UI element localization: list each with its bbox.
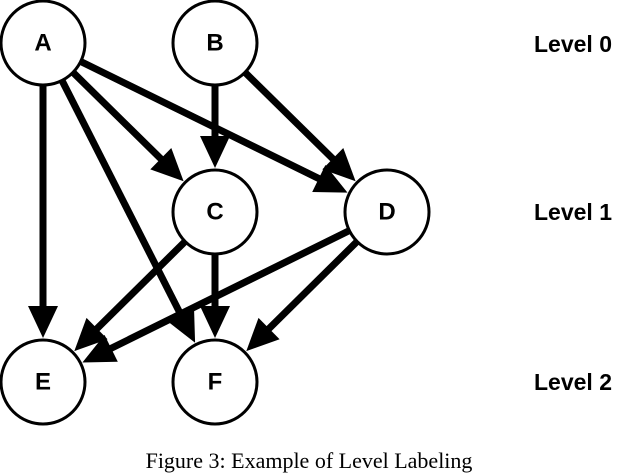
node-label: D — [378, 199, 395, 226]
nodes-layer: A B C D E F — [0, 0, 431, 426]
level-labeling-diagram: A B C D E F Level 0 Level 1 Level 2 — [0, 0, 612, 426]
edge-B-D — [242, 69, 356, 182]
level-label-1: Level 1 — [534, 199, 612, 225]
edge-line — [263, 239, 360, 334]
edge-A-C — [70, 69, 184, 182]
edge-line — [79, 58, 324, 184]
node-circle — [343, 168, 431, 256]
node-F: F — [171, 338, 259, 426]
level-labels: Level 0 Level 1 Level 2 — [534, 31, 612, 395]
node-label: B — [206, 30, 223, 57]
node-label: C — [206, 199, 223, 226]
arrowhead-icon — [322, 148, 356, 182]
arrowhead-icon — [74, 317, 108, 352]
node-E: E — [0, 338, 87, 426]
node-circle — [0, 338, 87, 426]
node-C: C — [171, 168, 259, 256]
arrowhead-icon — [200, 306, 230, 338]
arrowhead-icon — [82, 334, 118, 363]
edge-A-E — [28, 85, 58, 338]
node-circle — [0, 0, 87, 87]
edge-line — [58, 78, 186, 320]
edge-line — [105, 227, 351, 354]
edge-line — [70, 69, 167, 164]
edge-line — [91, 239, 188, 334]
edges-layer — [28, 58, 360, 363]
arrowhead-icon — [246, 317, 280, 352]
node-circle — [171, 0, 259, 87]
node-circle — [171, 168, 259, 256]
node-circle — [171, 338, 259, 426]
edge-D-F — [246, 239, 360, 352]
node-label: F — [208, 369, 223, 396]
arrowhead-icon — [312, 165, 348, 193]
level-label-0: Level 0 — [534, 31, 612, 57]
node-A: A — [0, 0, 87, 87]
arrowhead-icon — [167, 307, 196, 343]
node-D: D — [343, 168, 431, 256]
node-label: E — [35, 369, 51, 396]
arrowhead-icon — [28, 306, 58, 338]
edge-D-E — [82, 227, 351, 363]
node-B: B — [171, 0, 259, 87]
edge-line — [242, 69, 339, 164]
edge-B-C — [200, 85, 230, 168]
edge-A-D — [79, 58, 348, 193]
level-label-2: Level 2 — [534, 369, 612, 395]
arrowhead-icon — [150, 148, 184, 182]
edge-C-E — [74, 239, 188, 352]
node-label: A — [34, 30, 51, 57]
arrowhead-icon — [200, 136, 230, 168]
edge-A-F — [58, 78, 196, 343]
figure-caption: Figure 3: Example of Level Labeling — [145, 448, 473, 473]
